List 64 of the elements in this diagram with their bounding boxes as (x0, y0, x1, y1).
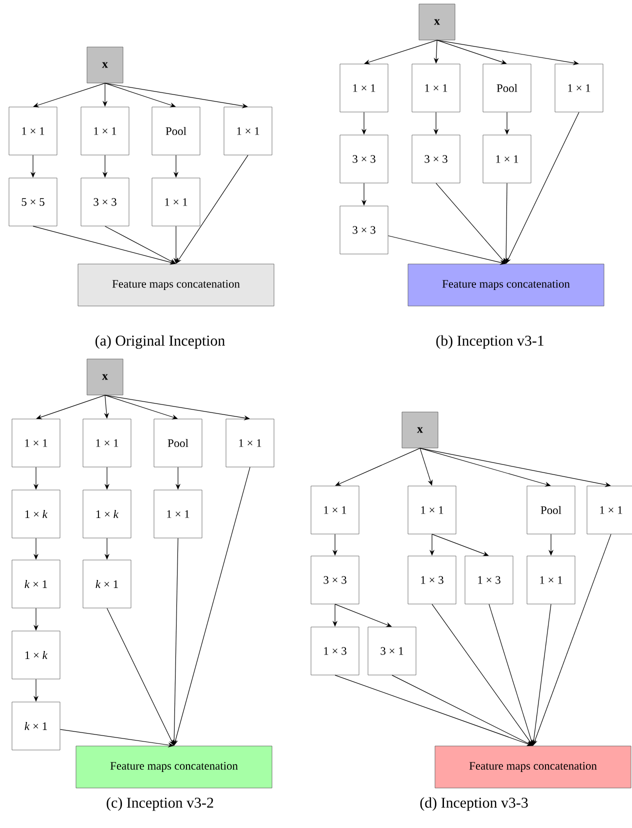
arrow (104, 82, 248, 108)
arrow (334, 604, 392, 627)
layer-box: 1 × 1 (408, 486, 456, 534)
arrow (60, 729, 174, 748)
layer-box: 1 × 1 (82, 418, 132, 468)
layer-box: 3 × 3 (340, 206, 388, 254)
layer-box: k × 1 (82, 560, 132, 608)
layer-box: 1 × 3 (310, 626, 360, 676)
layer-box: Pool (152, 106, 200, 156)
input-box: x (86, 46, 124, 84)
arrow (104, 394, 250, 420)
arrow (436, 40, 507, 64)
layer-box: 3 × 3 (340, 134, 388, 184)
layer-box: 1 × 1 (412, 64, 460, 112)
arrow (36, 394, 106, 420)
layer-box: Pool (154, 418, 202, 468)
layer-box: 3 × 1 (368, 626, 416, 676)
layer-box: 1 × 3 (408, 556, 456, 604)
layer-box: 1 × 1 (154, 490, 202, 538)
layer-box: 3 × 3 (310, 556, 360, 604)
layer-box: 1 × k (12, 630, 60, 680)
layer-box: 5 × 5 (8, 178, 58, 226)
layer-box: k × 1 (12, 702, 60, 750)
input-box: x (86, 358, 124, 396)
input-box: x (418, 4, 456, 40)
layer-box: Pool (482, 64, 532, 112)
layer-box: Pool (526, 486, 576, 534)
layer-box: 1 × 1 (482, 134, 532, 184)
layer-box: 1 × 1 (310, 486, 360, 534)
layer-box: 1 × 1 (226, 418, 274, 468)
arrow (334, 674, 533, 746)
layer-box: 1 × 1 (526, 556, 576, 604)
layer-box: k × 1 (12, 560, 60, 608)
layer-box: 1 × 1 (152, 178, 200, 226)
arrow (32, 226, 176, 265)
arrow (388, 235, 506, 265)
arrow (335, 448, 420, 486)
arrow (104, 82, 176, 108)
layer-box: 3 × 3 (80, 178, 130, 226)
layer-box: 1 × 1 (224, 106, 272, 156)
layer-box: 1 × 3 (464, 556, 514, 604)
layer-box: 1 × 1 (12, 418, 60, 468)
arrow (104, 394, 178, 420)
concatenation-box: Feature maps concatenation (408, 264, 604, 306)
layer-box: 1 × k (12, 490, 60, 538)
layer-box: 1 × 1 (80, 106, 130, 156)
layer-box: 3 × 3 (412, 134, 460, 184)
layer-box: 1 × 1 (340, 64, 388, 112)
arrow (33, 82, 106, 108)
arrow (436, 182, 506, 264)
layer-box: 1 × 1 (586, 486, 632, 534)
subfigure-caption: (a) Original Inception (96, 335, 225, 349)
layer-box: 1 × 1 (554, 64, 604, 112)
input-box: x (402, 412, 438, 448)
subfigure-caption: (b) Inception v3-1 (436, 335, 544, 349)
layer-box: 1 × k (82, 490, 132, 538)
arrow (364, 40, 438, 64)
concatenation-box: Feature maps concatenation (76, 746, 272, 788)
arrow (104, 226, 176, 264)
concatenation-box: Feature maps concatenation (434, 746, 632, 788)
arrow (392, 674, 533, 746)
arrow (436, 40, 579, 66)
layer-box: 1 × 1 (8, 106, 58, 156)
concatenation-box: Feature maps concatenation (78, 264, 274, 306)
